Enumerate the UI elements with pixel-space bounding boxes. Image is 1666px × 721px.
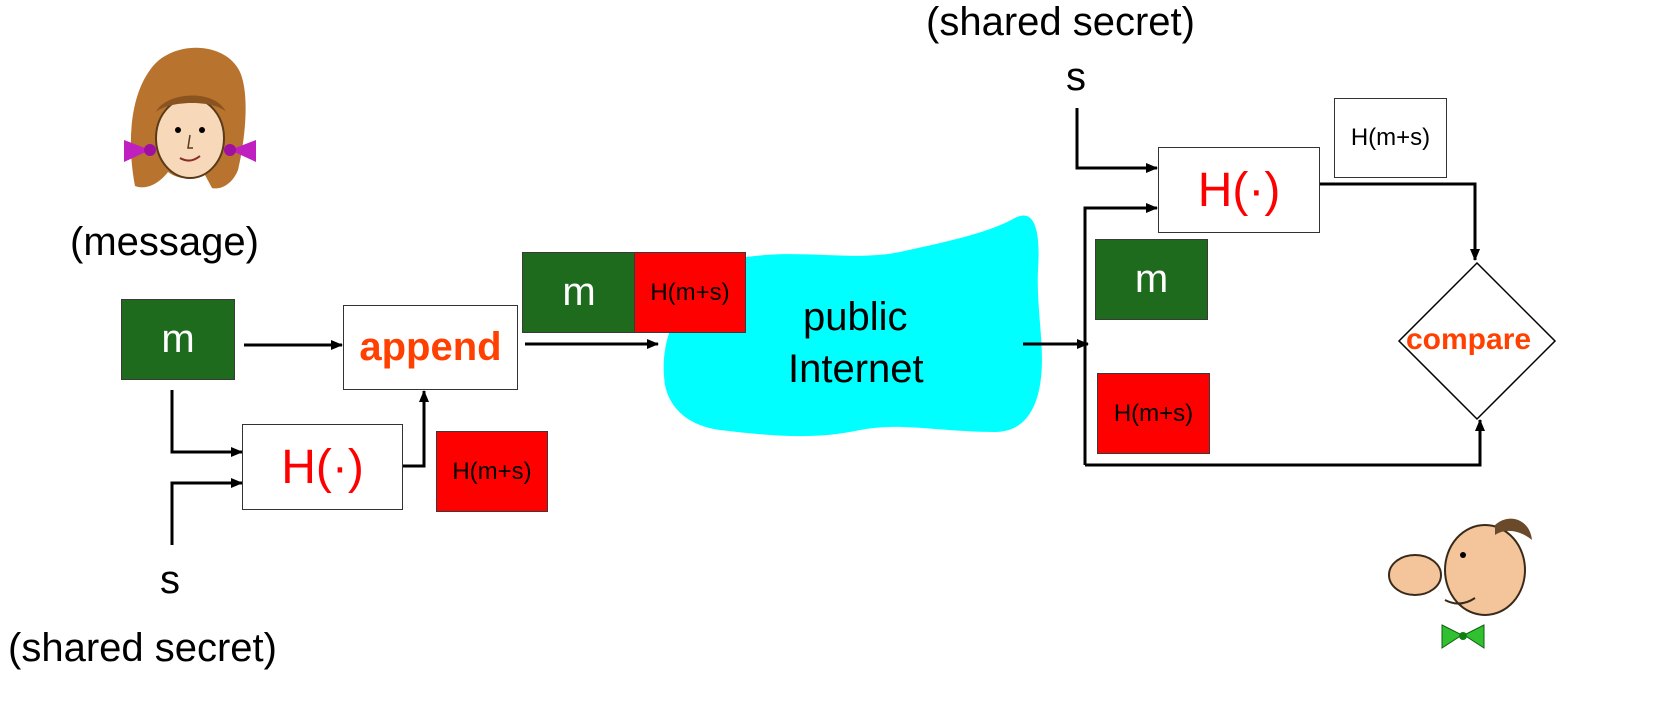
- cloud-label-line1: public: [803, 295, 908, 339]
- arrow-s-to-hash: [170, 478, 243, 545]
- public-internet-cloud: [663, 215, 1042, 437]
- receiver-secret-symbol: s: [1066, 55, 1086, 99]
- sender-secret-label: (shared secret): [8, 626, 277, 670]
- message-label: (message): [70, 220, 259, 264]
- sender-woman-clipart-icon: [124, 47, 256, 189]
- arrow-received-hash-to-compare: [1085, 419, 1485, 467]
- sender-hash-value-box: H(m+s): [436, 431, 548, 512]
- arrow-hash-to-compare: [1320, 182, 1480, 261]
- received-hash-box: H(m+s): [1097, 373, 1210, 454]
- arrow-hash-to-append: [403, 390, 429, 468]
- computed-hash-box: H(m+s): [1334, 98, 1447, 178]
- sender-hash-function-box: H(·): [242, 424, 403, 510]
- receiver-man-clipart-icon: [1388, 518, 1532, 649]
- sender-secret-symbol: s: [160, 558, 180, 602]
- append-box: append: [343, 305, 518, 390]
- cloud-label-line2: Internet: [788, 347, 924, 391]
- arrow-m-to-receiver-hash: [1083, 203, 1158, 465]
- arrow-m-to-hash: [170, 390, 243, 457]
- compare-label: compare: [1406, 323, 1532, 356]
- arrow-s-to-receiver-hash: [1075, 108, 1158, 173]
- receiver-hash-function-box: H(·): [1158, 147, 1320, 233]
- transit-hash-box: H(m+s): [634, 252, 746, 333]
- sender-message-box: m: [121, 299, 235, 380]
- compare-diamond: [1397, 261, 1557, 421]
- receiver-secret-label: (shared secret): [926, 0, 1195, 44]
- transit-message-box: m: [522, 252, 636, 333]
- received-message-box: m: [1095, 239, 1208, 320]
